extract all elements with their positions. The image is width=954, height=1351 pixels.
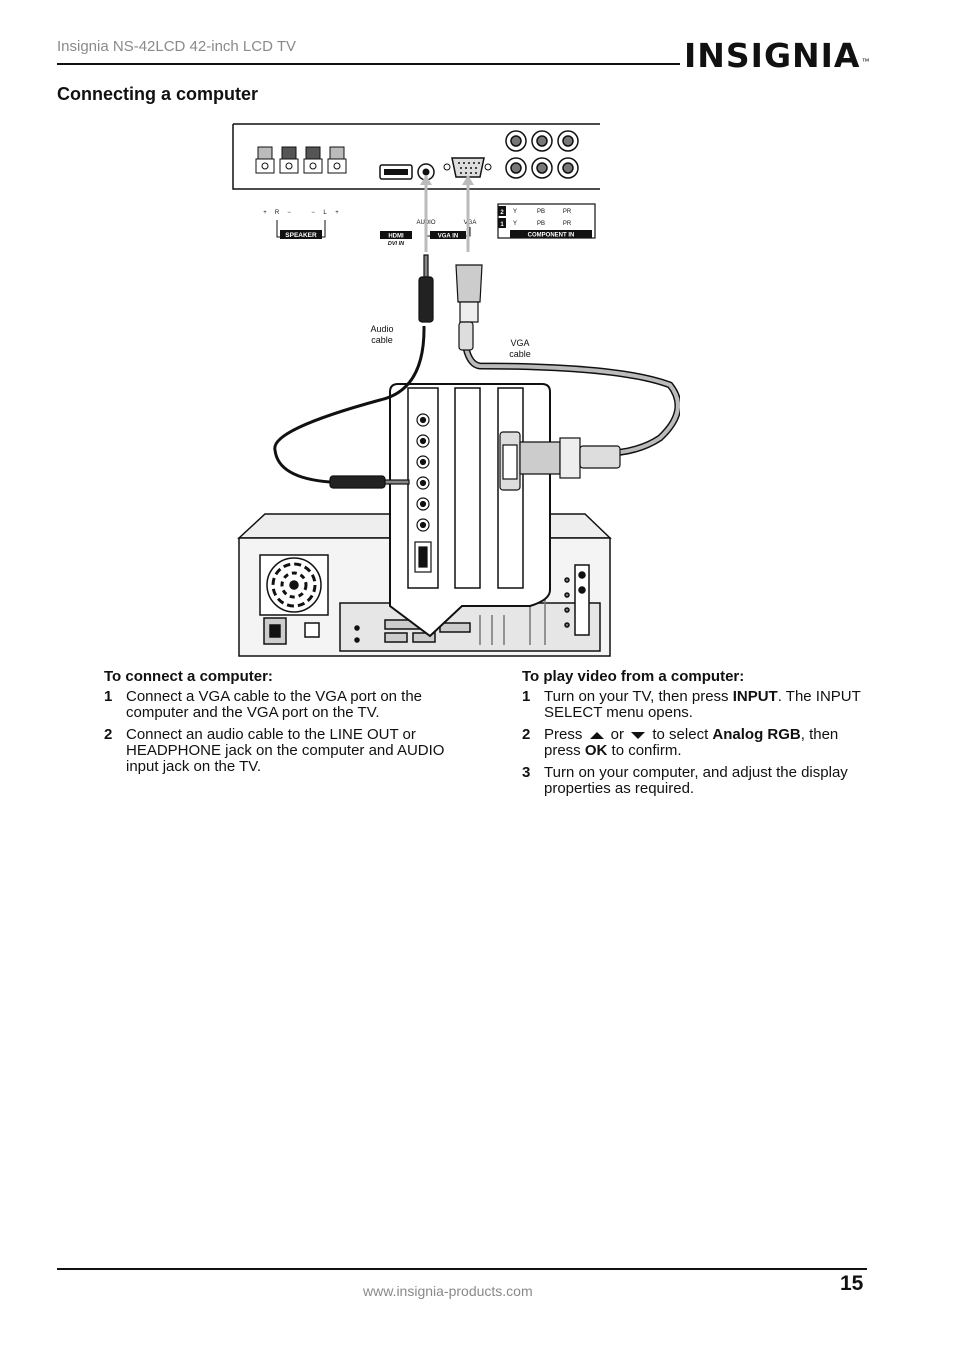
header-rule [57,63,680,65]
step-number: 3 [522,764,531,781]
vga-cable-label-1: VGA [510,338,529,348]
step-text-part: to confirm. [607,742,682,759]
footer-url: www.insignia-products.com [363,1283,533,1299]
header-title: Insignia NS-42LCD 42-inch LCD TV [57,38,296,55]
logo-tm: ™ [861,56,870,66]
component-row2-pr: PR [563,209,572,215]
step-text-part: to select [648,726,713,743]
audio-cable-label-2: cable [371,335,393,345]
audio-cable-label-1: Audio [370,324,393,334]
speaker-marks: + R − − L + [263,210,339,216]
play-step: 2 Press or to select Analog RGB, then pr… [522,727,867,759]
logo-text: INSIGNIA [684,35,861,75]
step-text-part: , then press [544,726,839,759]
connect-heading: To connect a computer: [104,668,273,685]
play-instructions: To play video from a computer: 1 Turn on… [522,669,867,803]
vga-in-label: VGA IN [438,234,458,240]
step-text-part: Turn on your TV, then press [544,688,733,705]
speaker-label: SPEAKER [285,232,317,239]
input-button-name: INPUT [732,688,778,705]
ok-button-name: OK [584,742,608,759]
speaker-terminals [255,146,347,174]
play-step: 3 Turn on your computer, and adjust the … [522,765,867,797]
step-text: Connect a VGA cable to the VGA port on t… [126,688,423,721]
cable-labels: Audio cable VGA cable [370,324,530,359]
component-row2-num: 2 [500,210,504,216]
component-row1-pb: PB [537,221,545,227]
tv-back-panel [232,123,600,190]
speaker-mark: R [275,210,280,216]
analog-rgb-option: Analog RGB [712,726,801,743]
step-number: 2 [104,726,113,743]
connect-instructions: To connect a computer: 1 Connect a VGA c… [104,669,449,781]
step-text-part: Press [544,726,587,743]
step-text-part: . The INPUT SELECT menu opens. [544,688,861,721]
vga-plug-pc [519,437,621,479]
vga-plug-tv [455,264,483,351]
audio-plug-pc [329,475,410,489]
component-row2-y: Y [513,209,517,215]
component-row1-pr: PR [563,221,572,227]
cables [273,175,680,484]
step-text-part: or [606,726,629,743]
footer-rule [57,1268,867,1270]
connection-diagram: + R − − L + SPEAKER AUDIO VGA HDMI DVI I… [232,123,680,657]
dvi-label: DVI IN [388,241,405,247]
hdmi-port [379,164,413,180]
step-number: 1 [522,688,531,705]
speaker-mark: − [287,210,291,216]
component-row1-y: Y [513,221,517,227]
panel-labels: + R − − L + SPEAKER AUDIO VGA HDMI DVI I… [263,203,596,247]
speaker-mark: − [311,210,315,216]
up-arrow-icon [589,731,604,739]
down-arrow-icon [631,731,646,739]
step-text: Connect an audio cable to the LINE OUT o… [126,726,445,775]
page-number: 15 [840,1272,864,1295]
step-text: Press or to select Analog RGB, then pres… [544,727,867,759]
audio-jack [417,163,435,181]
hdmi-label: HDMI [388,234,404,240]
component-row1-num: 1 [500,222,504,228]
section-title: Connecting a computer [57,84,259,104]
component-row2-pb: PB [537,209,545,215]
card-bracket-zoom [389,383,551,638]
vga-port-label: VGA [464,220,477,226]
component-jacks [505,130,579,179]
component-label: COMPONENT IN [528,233,575,239]
play-step: 1 Turn on your TV, then press INPUT. The… [522,689,867,721]
connect-step: 1 Connect a VGA cable to the VGA port on… [104,689,449,721]
vga-port [443,157,492,178]
speaker-mark: + [263,210,267,216]
speaker-mark: + [335,210,339,216]
vga-cable-label-2: cable [509,349,531,359]
step-text: Turn on your computer, and adjust the di… [544,764,848,797]
speaker-mark: L [323,210,327,216]
step-text: Turn on your TV, then press INPUT. The I… [544,689,867,721]
play-heading: To play video from a computer: [522,668,745,685]
step-number: 2 [522,726,531,743]
connect-step: 2 Connect an audio cable to the LINE OUT… [104,727,449,775]
step-number: 1 [104,688,113,705]
audio-plug-tv [418,254,434,323]
